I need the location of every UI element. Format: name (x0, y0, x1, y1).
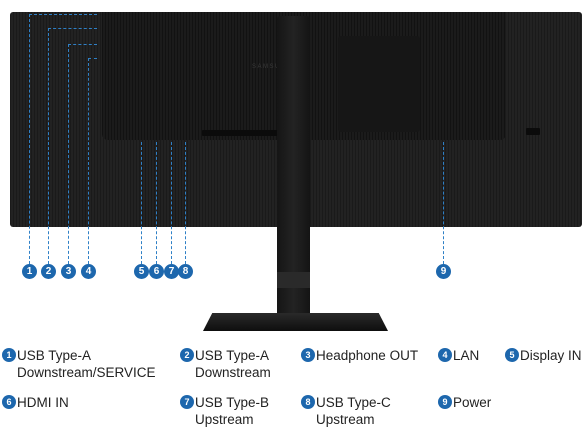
legend-label-3: Headphone OUT (316, 348, 419, 363)
legend-label-1-line1: USB Type-A (17, 348, 92, 363)
legend-label-9: Power (453, 395, 492, 410)
legend-item-8: 8 USB Type-C Upstream (301, 394, 391, 428)
callout-marker-7: 7 (164, 264, 179, 279)
legend-number-9: 9 (438, 395, 452, 409)
legend-item-7: 7 USB Type-B Upstream (180, 394, 269, 428)
legend-label-8-line2: Upstream (316, 412, 375, 427)
legend-number-6: 6 (2, 395, 16, 409)
legend-label-1-line2: Downstream/SERVICE (17, 365, 156, 380)
legend-item-6: 6 HDMI IN (2, 394, 69, 411)
legend-item-4: 4 LAN (438, 347, 479, 364)
legend-item-1: 1 USB Type-A Downstream/SERVICE (2, 347, 156, 381)
callout-marker-4: 4 (81, 264, 96, 279)
leader-line-7 (171, 142, 172, 264)
callout-marker-5: 5 (134, 264, 149, 279)
callout-marker-9: 9 (436, 264, 451, 279)
cable-clip (277, 272, 310, 288)
legend-label-8-line1: USB Type-C (316, 395, 391, 410)
legend-number-4: 4 (438, 348, 452, 362)
legend-label-4: LAN (453, 348, 480, 363)
callout-marker-2: 2 (41, 264, 56, 279)
legend-label-2-line2: Downstream (195, 365, 271, 380)
leader-line-6 (156, 142, 157, 264)
leader-line-1 (29, 14, 30, 264)
leader-line-4-h (88, 58, 97, 59)
vesa-mount-plate (338, 36, 420, 132)
legend-label-7-line2: Upstream (195, 412, 254, 427)
leader-line-9 (443, 142, 444, 264)
leader-line-8 (185, 142, 186, 264)
legend-number-5: 5 (505, 348, 519, 362)
power-port (526, 128, 540, 135)
legend-label-2-line1: USB Type-A (195, 348, 270, 363)
legend-item-2: 2 USB Type-A Downstream (180, 347, 271, 381)
legend-number-7: 7 (180, 395, 194, 409)
legend-number-8: 8 (301, 395, 315, 409)
callout-marker-6: 6 (149, 264, 164, 279)
legend-number-3: 3 (301, 348, 315, 362)
leader-line-1-h (29, 14, 97, 15)
legend-item-9: 9 Power (438, 394, 491, 411)
leader-line-4 (88, 58, 89, 264)
leader-line-3-h (68, 44, 97, 45)
stand-base (203, 313, 388, 331)
legend-item-5: 5 Display IN (505, 347, 582, 364)
leader-line-2 (48, 28, 49, 264)
callout-marker-3: 3 (61, 264, 76, 279)
callout-marker-1: 1 (22, 264, 37, 279)
io-port-strip (202, 130, 310, 136)
leader-line-5 (141, 142, 142, 264)
legend-label-5: Display IN (520, 348, 582, 363)
leader-line-2-h (48, 28, 97, 29)
legend-label-7-line1: USB Type-B (195, 395, 270, 410)
leader-line-3 (68, 44, 69, 264)
brand-logo: SAMSUNG (252, 64, 293, 70)
legend-label-6: HDMI IN (17, 395, 69, 410)
legend-number-1: 1 (2, 348, 16, 362)
legend-number-2: 2 (180, 348, 194, 362)
callout-marker-8: 8 (178, 264, 193, 279)
legend-item-3: 3 Headphone OUT (301, 347, 418, 364)
